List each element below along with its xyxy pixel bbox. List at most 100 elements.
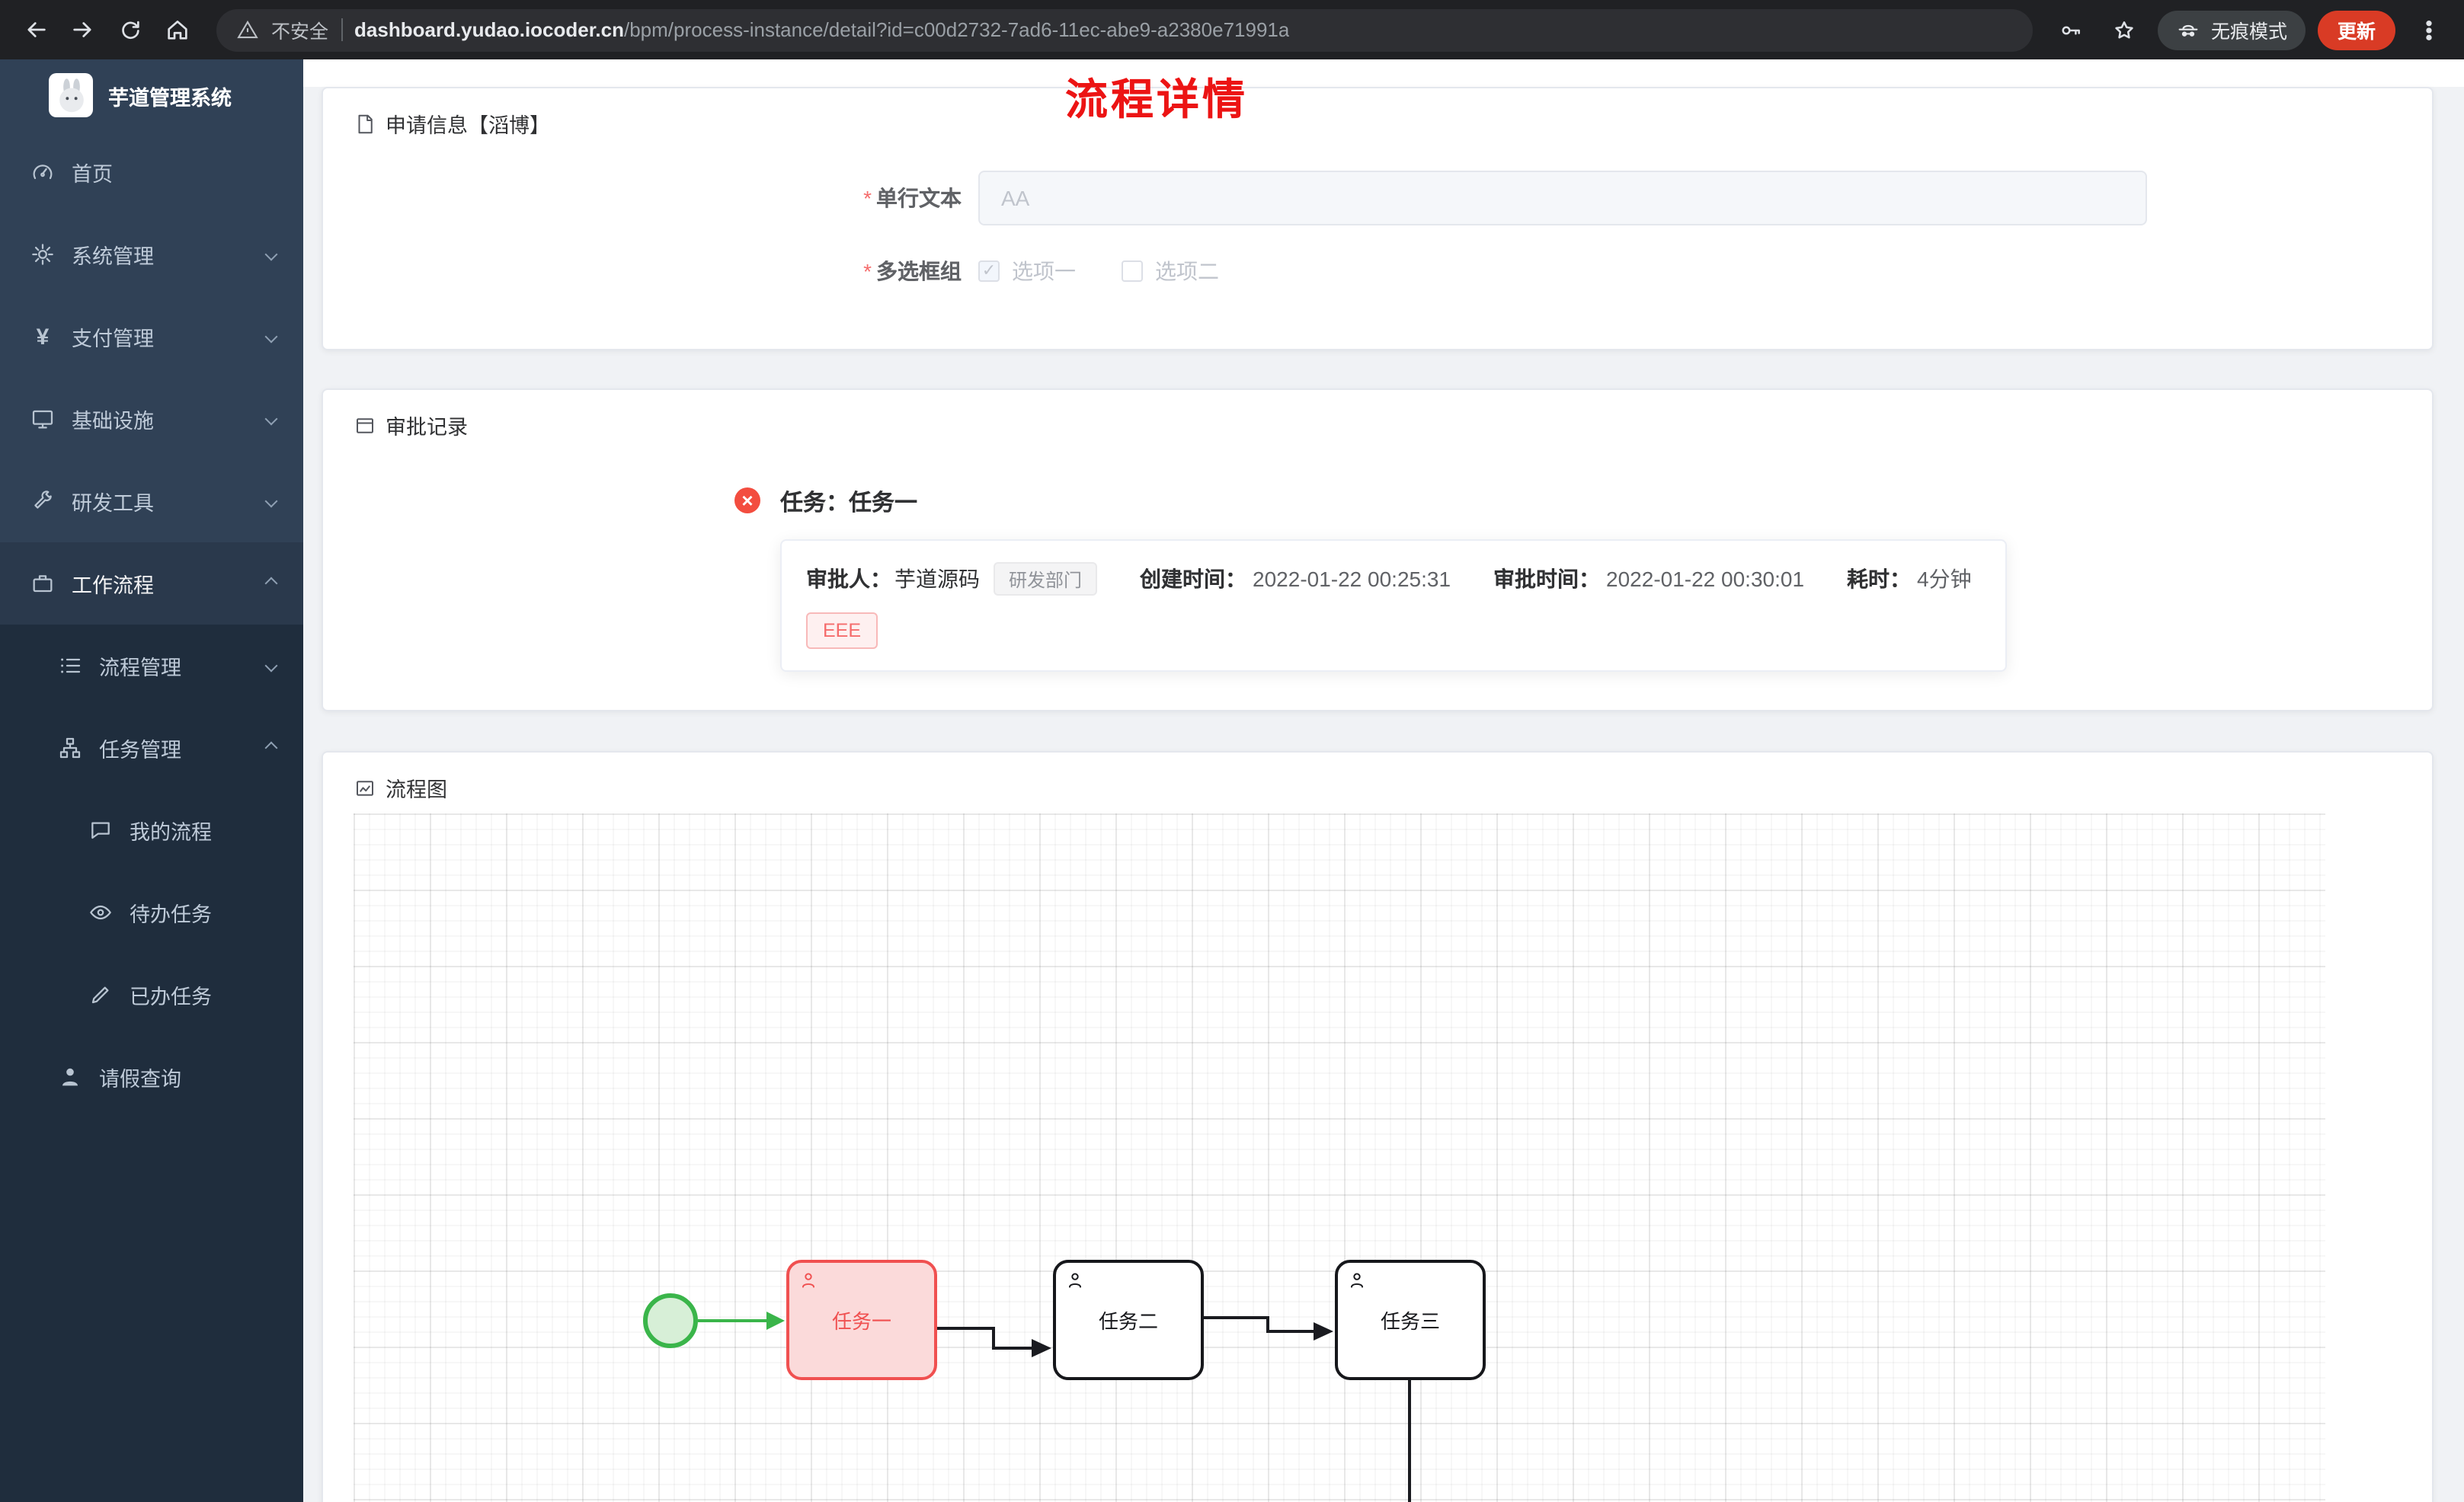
sidebar-item-label: 任务管理 — [99, 739, 181, 762]
security-warning-icon — [236, 18, 259, 41]
sidebar: 芋道管理系统 首页 系统管理 ¥ 支付管理 基础设 — [0, 59, 303, 1502]
incognito-badge[interactable]: 无痕模式 — [2157, 10, 2306, 50]
url-host: dashboard.yudao.iocoder.cn — [354, 18, 624, 41]
user-task-icon — [798, 1270, 818, 1290]
forward-button[interactable] — [62, 9, 104, 50]
app-logo-avatar — [49, 73, 93, 117]
duration-label: 耗时： — [1847, 567, 1912, 591]
sidebar-item-todo-tasks[interactable]: 待办任务 — [0, 871, 303, 954]
process-diagram-card-header: 流程图 — [323, 753, 2432, 803]
approval-detail-line: 审批人： 芋道源码 研发部门 创建时间：2022-01-22 00:25:31 … — [806, 562, 1981, 596]
task-rejected-icon: × — [734, 487, 760, 513]
sidebar-item-leave-query[interactable]: 请假查询 — [0, 1036, 303, 1118]
approval-records-card: 审批记录 × 任务：任务一 审批人： 芋道源码 研发部门 创建时间：2022-0… — [322, 388, 2434, 711]
sidebar-item-label: 研发工具 — [72, 492, 154, 515]
sidebar-item-label: 首页 — [72, 163, 113, 186]
chevron-down-icon — [264, 494, 278, 508]
chevron-up-icon — [264, 577, 278, 590]
sidebar-item-done-tasks[interactable]: 已办任务 — [0, 954, 303, 1036]
bpmn-task-3-label: 任务三 — [1380, 1310, 1440, 1333]
checkbox-checked-icon: ✓ — [978, 260, 1000, 282]
browser-toolbar: 不安全 dashboard.yudao.iocoder.cn/bpm/proce… — [0, 0, 2464, 59]
bpmn-task-2: 任务二 — [1053, 1260, 1204, 1380]
process-diagram-card-title: 流程图 — [386, 778, 447, 801]
chevron-down-icon — [264, 659, 278, 673]
bpmn-task-1-label: 任务一 — [831, 1310, 891, 1333]
sidebar-item-label: 已办任务 — [130, 986, 212, 1008]
sidebar-item-task-management[interactable]: 任务管理 — [0, 707, 303, 789]
sidebar-item-home[interactable]: 首页 — [0, 131, 303, 213]
approver-name: 芋道源码 — [894, 567, 980, 591]
sidebar-item-label: 我的流程 — [130, 821, 212, 844]
top-strip — [303, 59, 2464, 87]
incognito-label: 无痕模式 — [2210, 21, 2287, 43]
address-bar[interactable]: 不安全 dashboard.yudao.iocoder.cn/bpm/proce… — [216, 8, 2033, 51]
app-title: 芋道管理系统 — [108, 86, 232, 109]
sidebar-item-process-management[interactable]: 流程管理 — [0, 625, 303, 707]
apply-info-card: 申请信息【滔博】 *单行文本 *多选框组 ✓ 选项一 — [322, 87, 2434, 350]
bpmn-connectors — [643, 1293, 1411, 1502]
process-diagram-card: 流程图 — [322, 751, 2434, 1502]
sidebar-item-payment[interactable]: ¥ 支付管理 — [0, 296, 303, 378]
list-icon — [58, 654, 82, 678]
user-task-icon — [1347, 1270, 1367, 1290]
sidebar-item-infrastructure[interactable]: 基础设施 — [0, 378, 303, 460]
home-button[interactable] — [157, 9, 198, 50]
page-title: 流程详情 — [1064, 76, 1248, 123]
single-line-text-row: *单行文本 — [323, 171, 2432, 225]
main-content: 流程详情 申请信息【滔博】 *单行文本 *多选框组 ✓ 选项一 — [303, 59, 2464, 1502]
update-label: 更新 — [2337, 21, 2376, 43]
bpmn-canvas[interactable]: 任务一 任务二 任务三 — [354, 813, 2325, 1502]
start-event-node — [643, 1293, 698, 1348]
checkbox-option-2: 选项二 — [1122, 256, 1219, 286]
sidebar-item-devtools[interactable]: 研发工具 — [0, 460, 303, 542]
checkbox-unchecked-icon — [1122, 260, 1143, 282]
tools-icon — [30, 489, 55, 513]
user-task-icon — [1065, 1270, 1085, 1290]
password-key-icon[interactable] — [2051, 9, 2092, 50]
duration-value: 4分钟 — [1917, 567, 1972, 591]
gear-icon — [30, 242, 55, 267]
document-icon — [358, 113, 373, 133]
approved-time-label: 审批时间： — [1493, 567, 1601, 591]
reload-button[interactable] — [110, 9, 151, 50]
bpmn-task-2-label: 任务二 — [1098, 1310, 1158, 1333]
edit-icon — [88, 983, 113, 1007]
apply-info-card-title: 申请信息【滔博】 — [386, 114, 550, 137]
single-line-text-label: *单行文本 — [863, 186, 962, 210]
security-label: 不安全 — [271, 21, 329, 43]
sidebar-item-my-processes[interactable]: 我的流程 — [0, 789, 303, 871]
created-time-value: 2022-01-22 00:25:31 — [1253, 567, 1451, 591]
approved-time-value: 2022-01-22 00:30:01 — [1606, 567, 1805, 591]
app-logo-row[interactable]: 芋道管理系统 — [0, 59, 303, 131]
sidebar-item-label: 工作流程 — [72, 574, 154, 597]
menu-kebab-icon[interactable] — [2408, 9, 2449, 50]
single-line-text-input — [978, 171, 2147, 225]
bookmark-star-icon[interactable] — [2104, 9, 2146, 50]
sidebar-item-label: 支付管理 — [72, 328, 154, 350]
checkbox-option-2-label: 选项二 — [1155, 259, 1219, 283]
url-path: /bpm/process-instance/detail?id=c00d2732… — [624, 18, 1290, 41]
approval-detail-card: 审批人： 芋道源码 研发部门 创建时间：2022-01-22 00:25:31 … — [780, 539, 2007, 672]
chevron-down-icon — [264, 248, 278, 261]
back-button[interactable] — [15, 9, 56, 50]
comment-tag: EEE — [806, 612, 878, 649]
tree-icon — [58, 736, 82, 760]
yen-icon: ¥ — [36, 324, 50, 350]
workflow-submenu: 流程管理 任务管理 我的流程 待办任务 — [0, 625, 303, 1502]
sidebar-item-label: 基础设施 — [72, 410, 154, 433]
records-icon — [357, 417, 373, 433]
sidebar-item-workflow[interactable]: 工作流程 — [0, 542, 303, 625]
diagram-icon — [357, 780, 373, 795]
approval-timeline: × 任务：任务一 审批人： 芋道源码 研发部门 创建时间：2022-01-22 … — [734, 486, 2432, 672]
sidebar-item-label: 流程管理 — [99, 657, 181, 679]
update-button[interactable]: 更新 — [2317, 10, 2395, 50]
sidebar-item-label: 系统管理 — [72, 245, 154, 268]
checkbox-group-row: *多选框组 ✓ 选项一 选项二 — [323, 256, 2432, 286]
approval-task-title: 任务：任务一 — [780, 491, 918, 516]
sidebar-item-system[interactable]: 系统管理 — [0, 213, 303, 296]
approval-records-card-header: 审批记录 — [323, 390, 2432, 440]
chevron-down-icon — [264, 330, 278, 344]
dashboard-icon — [30, 160, 55, 184]
